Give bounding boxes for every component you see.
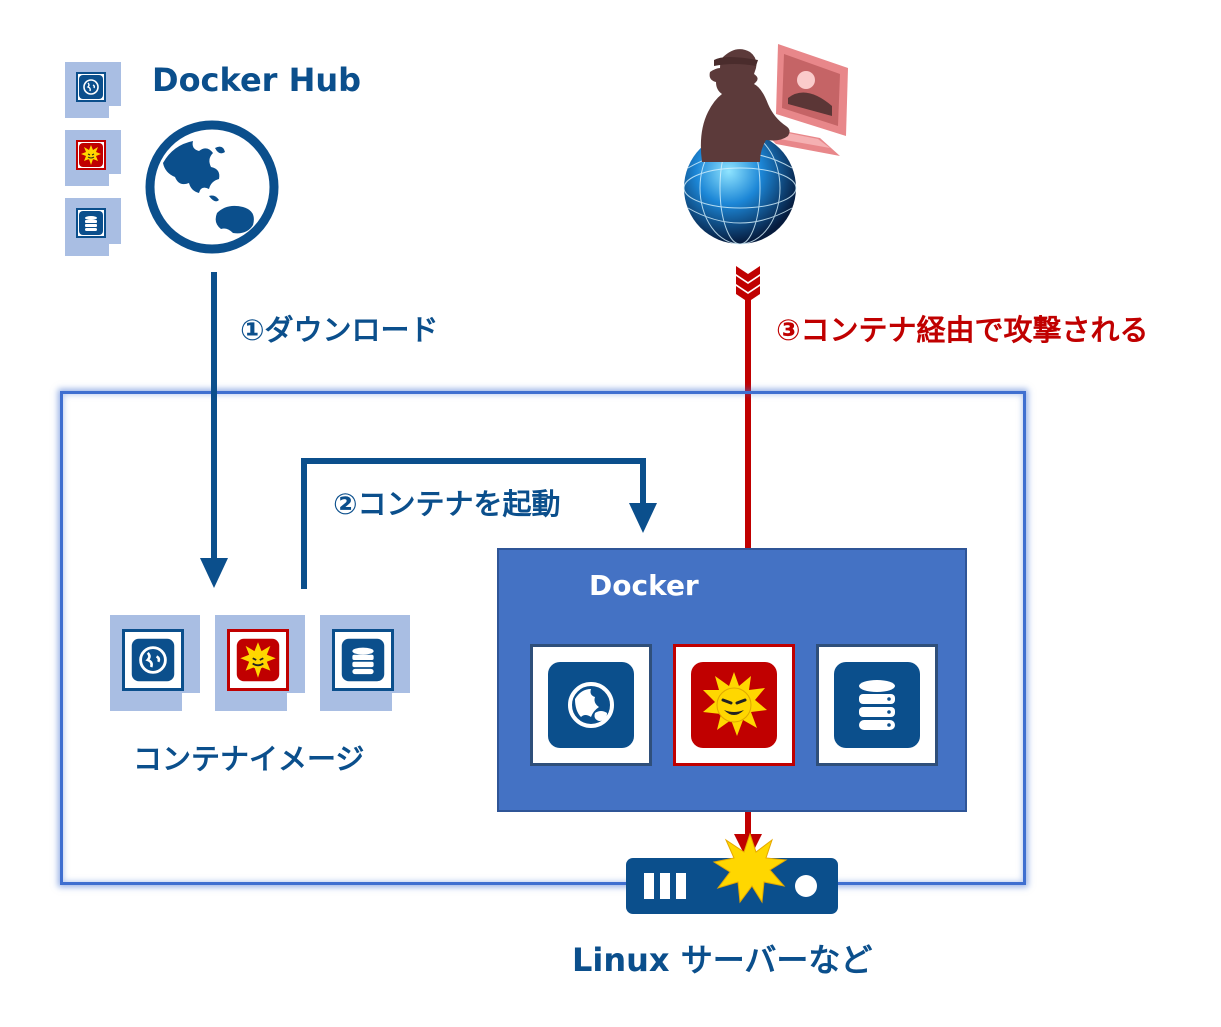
download-arrow	[200, 272, 228, 588]
container-web-tile	[548, 662, 634, 748]
database-icon	[859, 680, 895, 730]
hub-image-database	[65, 198, 121, 256]
docker-title: Docker	[589, 569, 699, 602]
docker-engine-box: Docker	[497, 548, 967, 812]
container-image-web	[110, 615, 200, 711]
container-malware-tile	[691, 662, 777, 748]
hub-image-web	[65, 62, 121, 118]
hacker-icon	[700, 44, 848, 162]
malware-face-icon	[79, 143, 103, 167]
launch-arrow	[301, 458, 657, 589]
malware-face-icon	[703, 672, 767, 736]
server-icon	[626, 858, 838, 914]
step-launch-label: ②コンテナを起動	[333, 487, 561, 521]
malware-face-icon	[236, 638, 280, 682]
container-database	[816, 644, 938, 766]
globe-icon	[131, 638, 175, 682]
docker-hub-title: Docker Hub	[152, 61, 362, 99]
docker-hub-globe-icon	[145, 120, 279, 254]
step-attack-label: ③コンテナ経由で攻撃される	[776, 313, 1149, 347]
container-database-tile	[834, 662, 920, 748]
hub-image-list	[65, 62, 123, 258]
hub-image-malware	[65, 130, 121, 186]
container-image-list	[110, 615, 410, 711]
host-environment-box	[60, 391, 1026, 885]
container-images-label: コンテナイメージ	[133, 742, 365, 776]
database-icon	[341, 638, 385, 682]
container-image-malware	[215, 615, 305, 711]
container-image-database	[320, 615, 410, 711]
step-download-label: ①ダウンロード	[240, 313, 439, 347]
database-icon	[79, 211, 103, 235]
container-malware	[673, 644, 795, 766]
container-web	[530, 644, 652, 766]
explosion-icon	[712, 832, 788, 904]
globe-icon	[568, 682, 614, 728]
globe-icon	[79, 75, 103, 99]
server-label: Linux サーバーなど	[572, 941, 873, 979]
